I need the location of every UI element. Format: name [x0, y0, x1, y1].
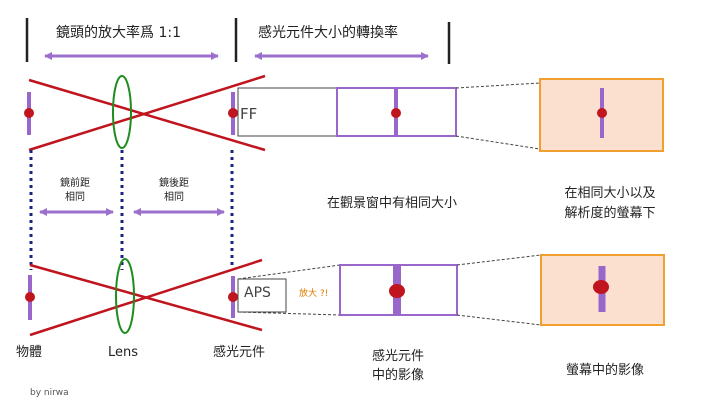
back-distance-label-1: 鏡後距 — [159, 178, 189, 189]
ff-lens — [112, 75, 132, 149]
lens-label: Lens — [107, 345, 139, 360]
ff-screen-dot — [597, 108, 607, 118]
enlarged-question-label: 放大 ?! — [299, 289, 329, 299]
aps-sensor-frame — [237, 278, 287, 313]
magnification-title: 鏡頭的放大率爲 1:1 — [56, 25, 181, 41]
ff-object-dot — [24, 108, 34, 118]
same-screen-label-1: 在相同大小以及 — [564, 186, 656, 201]
sensor-image-label-1: 感光元件 — [371, 349, 425, 364]
object-label: 物體 — [15, 345, 43, 360]
credit-label: by nirwa — [30, 388, 69, 398]
ff-projection-top — [455, 82, 541, 89]
aps-expand-bottom — [237, 311, 341, 316]
ff-sensor-dot — [228, 108, 238, 118]
back-distance-label-2: 相同 — [164, 192, 184, 203]
aps-screen-dot — [593, 280, 609, 294]
screen-image-label: 螢幕中的影像 — [565, 363, 645, 378]
sensor-image-label-2: 中的影像 — [371, 368, 425, 383]
aps-object-dot — [25, 292, 35, 302]
front-distance-label-1: 鏡前距 — [60, 178, 90, 189]
aps-lens — [115, 258, 135, 334]
conversion-title: 感光元件大小的轉換率 — [258, 25, 398, 41]
aps-label: APS — [244, 285, 271, 301]
aps-expand-top — [237, 264, 341, 280]
ff-projection-bottom — [455, 135, 541, 150]
ff-label: FF — [240, 105, 258, 123]
same-screen-label-2: 解析度的螢幕下 — [564, 206, 656, 221]
sensor-label: 感光元件 — [212, 345, 266, 360]
same-size-viewfinder-label: 在觀景窗中有相同大小 — [326, 196, 458, 211]
aps-projection-bottom — [456, 314, 542, 326]
aps-image-dot — [389, 284, 405, 298]
aps-projection-top — [456, 254, 542, 266]
aps-ray-up — [29, 258, 263, 337]
ff-ray-down — [28, 78, 266, 152]
aps-sensor-dot — [228, 292, 238, 302]
ff-ray-up — [28, 74, 266, 152]
front-distance-label-2: 相同 — [65, 192, 85, 203]
ff-image-dot — [391, 108, 401, 118]
